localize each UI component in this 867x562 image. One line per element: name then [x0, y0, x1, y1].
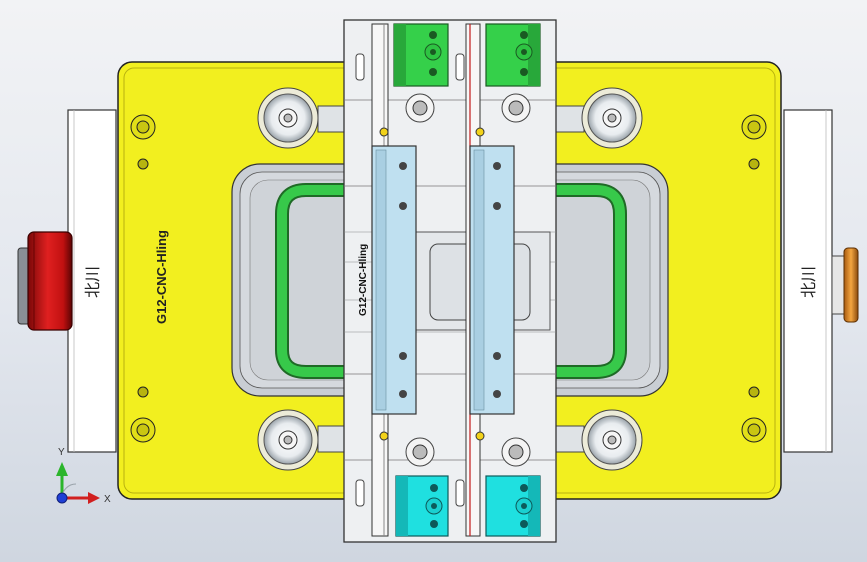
axis-y-label: Y [58, 447, 65, 458]
orange-knob-handle[interactable] [831, 247, 859, 323]
axis-x-label: X [104, 494, 111, 505]
green-seal-left[interactable] [275, 183, 346, 379]
yellow-pins [379, 127, 485, 441]
locator-bottom[interactable] [405, 437, 531, 467]
red-knob-handle[interactable] [17, 231, 73, 331]
side-label-right: 北川 [800, 266, 818, 298]
side-block-right[interactable] [783, 109, 833, 453]
clamp-cyan-left[interactable] [395, 475, 449, 537]
plate-mounting-holes [130, 114, 767, 443]
part-label-vertical: G12-CNC-Hling [154, 230, 169, 324]
slide-right[interactable] [469, 145, 515, 415]
clamp-green-right[interactable] [485, 23, 541, 87]
side-slots [355, 53, 465, 507]
side-label-left: 北川 [84, 266, 102, 298]
insert-label-vertical: G12-CNC-Hling [358, 244, 369, 316]
slide-left[interactable] [371, 145, 417, 415]
axis-triad: Y X [56, 447, 111, 505]
green-seal-right[interactable] [555, 183, 627, 379]
locator-top[interactable] [405, 93, 531, 123]
side-block-left[interactable] [67, 109, 117, 453]
roller-bottom-left[interactable] [257, 409, 363, 471]
clamp-green-left[interactable] [393, 23, 449, 87]
clamp-cyan-right[interactable] [485, 475, 541, 537]
